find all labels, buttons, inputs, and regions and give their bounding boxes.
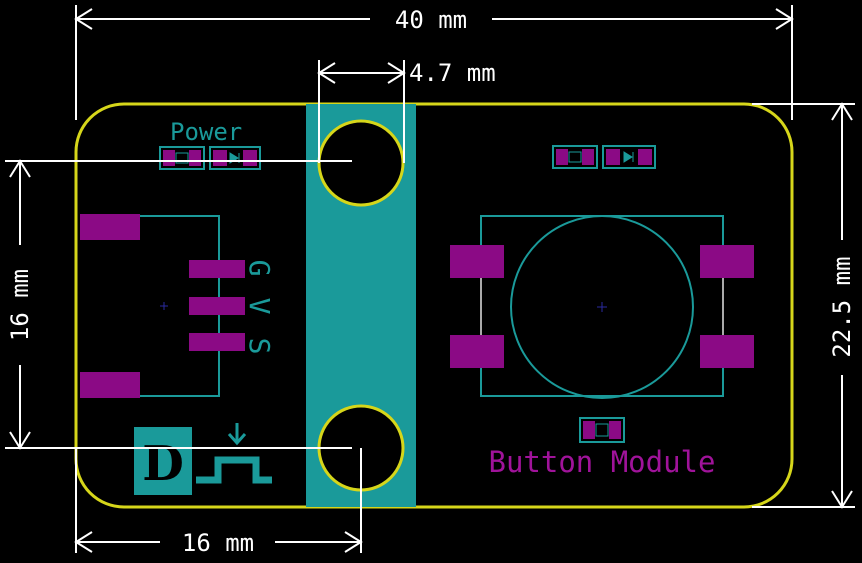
dim-hole-spacing-label: 4.7 mm xyxy=(409,59,496,87)
board-outline xyxy=(74,102,794,509)
dim-width-label: 40 mm xyxy=(395,6,467,34)
dim-hole-vertical-label: 16 mm xyxy=(6,269,34,341)
dim-height-label: 22.5 mm xyxy=(828,256,856,357)
svg-text:D: D xyxy=(142,436,184,492)
dim-hole-horizontal-label: 16 mm xyxy=(182,529,254,557)
logo: D xyxy=(134,423,272,495)
mounting-hole-top xyxy=(317,119,405,207)
status-led-footprints xyxy=(552,145,656,169)
pin-label-s: S xyxy=(243,338,276,355)
power-label: Power xyxy=(170,118,242,146)
pin-label-g: G xyxy=(243,260,276,277)
connector-footprint xyxy=(80,214,245,398)
power-led-footprints xyxy=(159,146,261,170)
dimension-lines xyxy=(5,5,855,553)
button-footprint xyxy=(450,215,754,399)
pin-label-v: V xyxy=(243,298,276,315)
resistor-footprint xyxy=(579,417,625,443)
module-label: Button Module xyxy=(489,445,716,479)
